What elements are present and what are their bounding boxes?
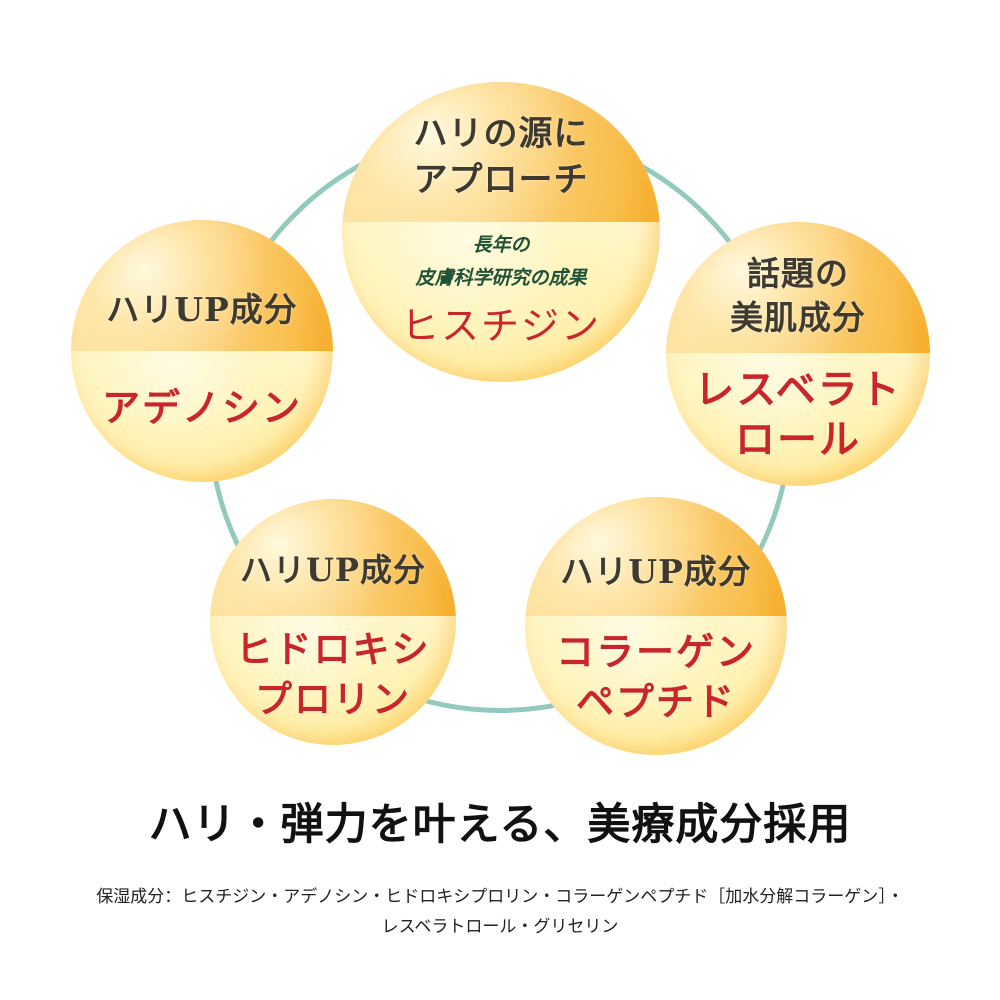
ingredient-name-line1: レスベラト xyxy=(694,366,902,413)
ingredient-name-line1: ヒドロキシ xyxy=(235,627,431,671)
ingredient-name: ヒスチジン xyxy=(400,304,601,348)
bubble-header-line2: アプローチ xyxy=(413,160,589,200)
ingredient-name-line2: プロリン xyxy=(255,677,411,721)
bubble-resveratrol: 話題の 美肌成分 レスベラト ロール xyxy=(666,222,930,486)
bubble-header-line1: 話題の xyxy=(747,254,849,293)
research-subtitle-line1: 長年の xyxy=(472,234,530,256)
bubble-header-line2: 美肌成分 xyxy=(730,298,866,337)
bubble-header-line1: ハリの源に xyxy=(413,114,589,154)
bubble-hydroxyproline: ハリUP成分 ヒドロキシ プロリン xyxy=(210,499,456,745)
bubble-header: ハリUP成分 xyxy=(106,290,298,329)
bubble-header: ハリUP成分 xyxy=(240,551,426,589)
ingredient-name-line2: ロール xyxy=(735,416,861,463)
bubble-collagen-peptide: ハリUP成分 コラーゲン ペプチド xyxy=(525,497,787,755)
footnote-line2: レスベラトロール・グリセリン xyxy=(381,917,619,937)
ingredient-name: アデノシン xyxy=(101,385,302,430)
footnote-line1: 保湿成分：ヒスチジン・アデノシン・ヒドロキシプロリン・コラーゲンペプチド［加水分… xyxy=(96,887,904,907)
headline: ハリ・弾力を叶える、美療成分採用 xyxy=(148,800,852,850)
ingredient-name-line2: ペプチド xyxy=(575,679,736,724)
bubble-header: ハリUP成分 xyxy=(560,552,752,591)
research-subtitle-line2: 皮膚科学研究の成果 xyxy=(415,267,587,289)
bubble-histidine: ハリの源に アプローチ 長年の 皮膚科学研究の成果 ヒスチジン xyxy=(342,82,660,382)
ingredient-name-line1: コラーゲン xyxy=(555,629,756,674)
bubble-adenosine: ハリUP成分 アデノシン xyxy=(71,220,333,482)
